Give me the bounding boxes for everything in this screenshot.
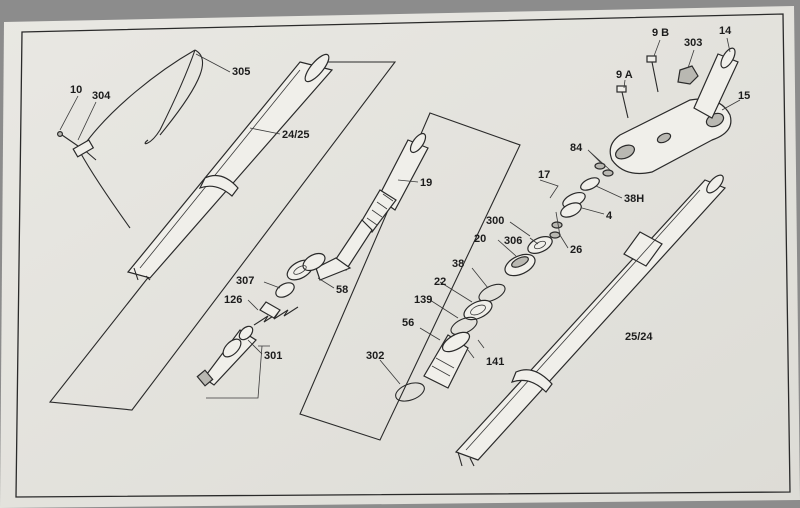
washer-22 <box>463 299 493 321</box>
label-17: 17 <box>538 169 550 181</box>
label-56: 56 <box>402 317 414 329</box>
steerer-14 <box>693 47 739 119</box>
fork-crown-15 <box>609 98 732 175</box>
label-305: 305 <box>232 66 250 78</box>
label-38h: 38H <box>624 193 644 205</box>
bolt-9a <box>616 85 629 119</box>
label-306: 306 <box>504 235 522 247</box>
bolt-9b <box>646 55 659 93</box>
frame-damper-left <box>48 61 397 411</box>
part-labels: 10 304 305 24/25 19 307 58 126 301 9 B 3… <box>70 25 750 368</box>
label-20: 20 <box>474 233 486 245</box>
cylinder-56 <box>423 331 471 389</box>
label-58: 58 <box>336 284 348 296</box>
label-141: 141 <box>486 356 504 368</box>
leader-lines <box>59 37 741 399</box>
label-84: 84 <box>570 142 583 154</box>
label-9a: 9 A <box>616 69 633 81</box>
label-15: 15 <box>738 90 750 102</box>
wire-guide-305 <box>56 49 204 229</box>
label-10: 10 <box>70 84 82 96</box>
ring-302 <box>395 382 425 402</box>
circlip-38 <box>478 283 506 303</box>
label-300: 300 <box>486 215 504 227</box>
frame-damper-right <box>299 112 521 441</box>
damper-cartridge-19 <box>315 132 429 281</box>
paper-sheet <box>0 6 800 508</box>
label-25-24: 25/24 <box>625 331 653 343</box>
fork-tube-25-24 <box>454 174 727 467</box>
parts-17-4-38h-26 <box>549 177 600 239</box>
label-9b: 9 B <box>652 27 669 39</box>
rod-assembly-301 <box>196 325 257 387</box>
label-26: 26 <box>570 244 582 256</box>
label-303: 303 <box>684 37 702 49</box>
label-307: 307 <box>236 275 254 287</box>
seal-ring-58 <box>286 252 326 281</box>
label-304: 304 <box>92 90 111 102</box>
label-139: 139 <box>414 294 432 306</box>
label-19: 19 <box>420 177 432 189</box>
label-14: 14 <box>719 25 732 37</box>
label-301: 301 <box>264 350 282 362</box>
nut-303 <box>677 65 699 85</box>
label-38: 38 <box>452 258 464 270</box>
ring-307 <box>275 282 295 298</box>
label-4: 4 <box>606 210 613 222</box>
bolts-84 <box>594 162 614 177</box>
label-22: 22 <box>434 276 446 288</box>
fork-tube-24-25 <box>126 53 334 281</box>
bushing-20 <box>504 253 536 277</box>
label-24-25: 24/25 <box>282 129 310 141</box>
outer-border <box>15 13 791 498</box>
label-126: 126 <box>224 294 242 306</box>
label-302: 302 <box>366 350 384 362</box>
spring-126 <box>253 301 299 326</box>
